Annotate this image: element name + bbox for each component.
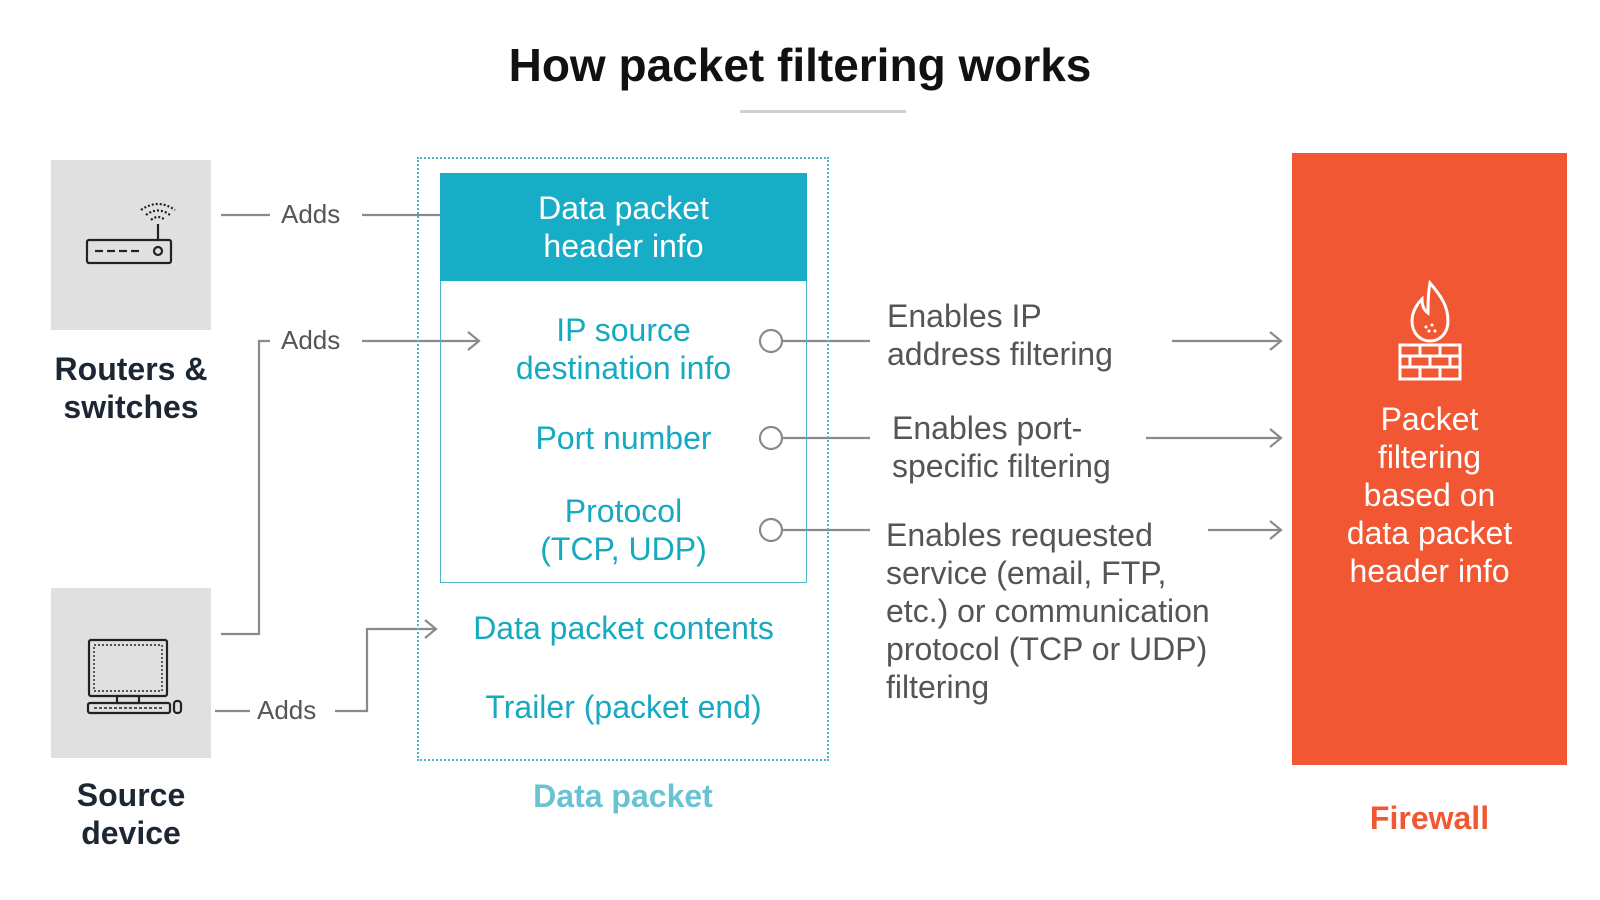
filter-ip-text: Enables IP address filtering	[887, 297, 1113, 373]
packet-contents: Data packet contents	[473, 610, 774, 646]
filter-service-text: Enables requested service (email, FTP, e…	[886, 516, 1210, 706]
filter-service-line1: Enables requested	[886, 517, 1153, 553]
packet-header-block: Data packet header info	[440, 173, 807, 281]
packet-fields-frame	[440, 281, 807, 583]
packet-header-line1: Data packet	[538, 190, 709, 226]
filter-service-line5: filtering	[886, 669, 990, 705]
router-label: Routers & switches	[40, 350, 222, 426]
router-label-line2: switches	[63, 389, 199, 425]
firewall-line2: filtering	[1377, 439, 1482, 475]
filter-port-line2: specific filtering	[892, 448, 1111, 484]
router-icon	[85, 202, 176, 265]
router-label-line1: Routers &	[54, 351, 208, 387]
firewall-line1: Packet	[1380, 401, 1479, 437]
computer-icon	[86, 638, 183, 715]
filter-service-line4: protocol (TCP or UDP)	[886, 631, 1208, 667]
field-ip-source: IP source destination info	[440, 311, 807, 387]
firewall-caption: Firewall	[1369, 800, 1490, 836]
packet-trailer: Trailer (packet end)	[485, 689, 762, 725]
filter-port-text: Enables port- specific filtering	[892, 409, 1111, 485]
source-device-box	[51, 588, 211, 758]
title-divider	[740, 110, 906, 113]
field-port-number: Port number	[535, 420, 712, 456]
source-label: Source device	[40, 776, 222, 852]
field-ip-line1: IP source	[556, 312, 691, 348]
firewall-line5: header info	[1349, 553, 1510, 589]
page-title: How packet filtering works	[508, 39, 1092, 91]
field-protocol-line1: Protocol	[564, 493, 683, 529]
router-device-box	[51, 160, 211, 330]
firewall-block	[1292, 153, 1567, 765]
firewall-text: Packet filtering based on data packet he…	[1292, 400, 1567, 590]
packet-header-line2: header info	[543, 228, 704, 264]
data-packet-frame	[417, 157, 829, 761]
adds-label-source-contents: Adds	[257, 695, 317, 725]
filter-service-line2: service (email, FTP,	[886, 555, 1167, 591]
source-label-line1: Source	[76, 777, 186, 813]
firewall-line3: based on	[1363, 477, 1496, 513]
filter-ip-line2: address filtering	[887, 336, 1113, 372]
filter-ip-line1: Enables IP	[887, 298, 1042, 334]
filter-port-line1: Enables port-	[892, 410, 1083, 446]
data-packet-caption: Data packet	[533, 778, 713, 814]
firewall-flame-icon	[1398, 279, 1462, 381]
field-protocol-line2: (TCP, UDP)	[540, 531, 707, 567]
firewall-line4: data packet	[1346, 515, 1513, 551]
field-ip-line2: destination info	[515, 350, 732, 386]
field-protocol: Protocol (TCP, UDP)	[440, 492, 807, 568]
source-label-line2: device	[81, 815, 181, 851]
adds-label-source-ip: Adds	[281, 325, 341, 355]
adds-label-router-header: Adds	[281, 199, 341, 229]
filter-service-line3: etc.) or communication	[886, 593, 1210, 629]
